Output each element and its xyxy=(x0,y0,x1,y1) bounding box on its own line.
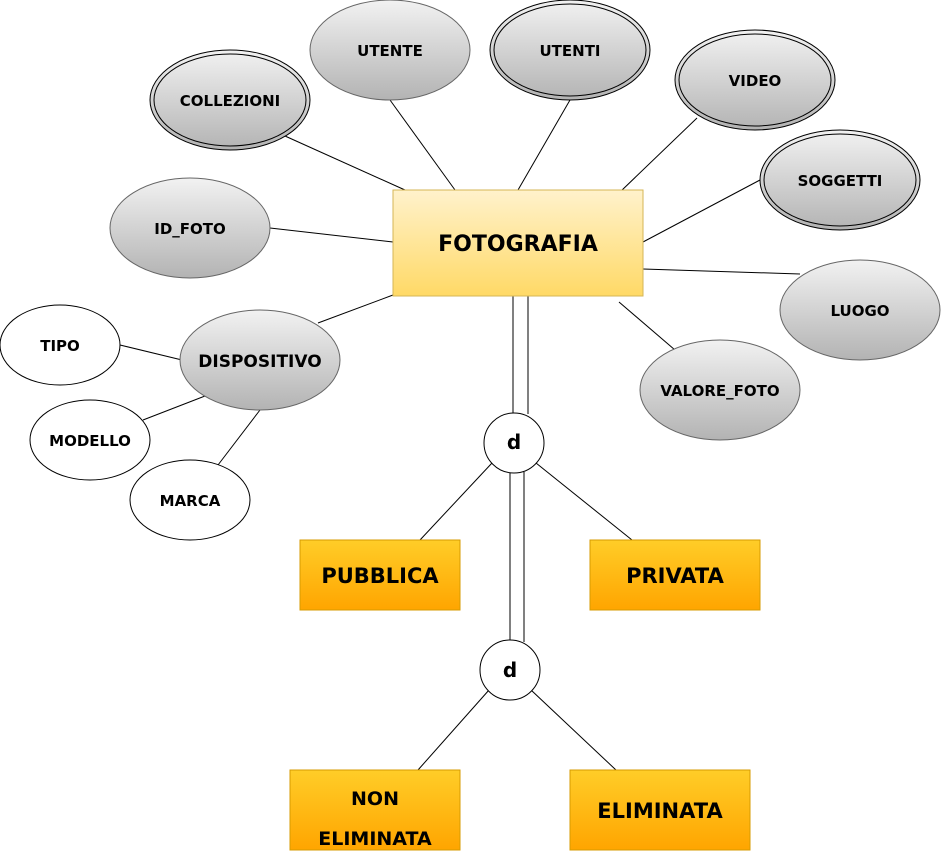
attribute-video[interactable]: VIDEO xyxy=(674,29,836,131)
attribute-collezioni[interactable]: COLLEZIONI xyxy=(149,49,311,151)
subentity-non-eliminata[interactable]: NON ELIMINATA xyxy=(289,769,461,851)
attribute-tipo-label: TIPO xyxy=(40,337,80,355)
disjoint-bottom-label: d xyxy=(503,658,517,682)
attribute-dispositivo-label: DISPOSITIVO xyxy=(198,352,321,372)
attribute-utente-label: UTENTE xyxy=(357,42,423,60)
entity-fotografia[interactable]: FOTOGRAFIA xyxy=(392,189,644,297)
attribute-modello[interactable]: MODELLO xyxy=(29,399,151,481)
subentity-non-eliminata-line2: ELIMINATA xyxy=(318,828,432,850)
connectors xyxy=(119,99,801,771)
attribute-utente[interactable]: UTENTE xyxy=(309,0,471,101)
disjoint-top-label: d xyxy=(507,430,521,454)
subentity-eliminata-label: ELIMINATA xyxy=(597,799,723,823)
disjoint-circle-bottom[interactable]: d xyxy=(479,639,541,701)
attribute-utenti[interactable]: UTENTI xyxy=(489,0,651,101)
attribute-luogo[interactable]: LUOGO xyxy=(779,259,941,361)
attribute-modello-label: MODELLO xyxy=(49,432,131,450)
attribute-id-foto-label: ID_FOTO xyxy=(154,220,226,238)
attribute-tipo[interactable]: TIPO xyxy=(0,304,121,386)
attribute-dispositivo[interactable]: DISPOSITIVO xyxy=(179,309,341,411)
attribute-soggetti[interactable]: SOGGETTI xyxy=(759,129,921,231)
subentity-eliminata[interactable]: ELIMINATA xyxy=(569,769,751,851)
attribute-valore-foto[interactable]: VALORE_FOTO xyxy=(639,339,801,441)
attribute-collezioni-label: COLLEZIONI xyxy=(180,92,280,110)
subentity-pubblica-label: PUBBLICA xyxy=(321,564,439,588)
attribute-valore-foto-label: VALORE_FOTO xyxy=(660,382,779,400)
entity-fotografia-label: FOTOGRAFIA xyxy=(438,232,598,257)
subentity-privata[interactable]: PRIVATA xyxy=(589,539,761,611)
subentity-privata-label: PRIVATA xyxy=(626,564,725,588)
disjoint-circle-top[interactable]: d xyxy=(483,412,545,474)
attribute-luogo-label: LUOGO xyxy=(830,302,889,320)
attribute-video-label: VIDEO xyxy=(729,72,782,90)
attribute-marca[interactable]: MARCA xyxy=(129,459,251,541)
attribute-marca-label: MARCA xyxy=(160,492,221,510)
subentity-pubblica[interactable]: PUBBLICA xyxy=(299,539,461,611)
subentity-non-eliminata-line1: NON xyxy=(351,788,399,810)
attribute-id-foto[interactable]: ID_FOTO xyxy=(109,177,271,279)
attribute-soggetti-label: SOGGETTI xyxy=(798,172,883,190)
attribute-utenti-label: UTENTI xyxy=(539,42,600,60)
